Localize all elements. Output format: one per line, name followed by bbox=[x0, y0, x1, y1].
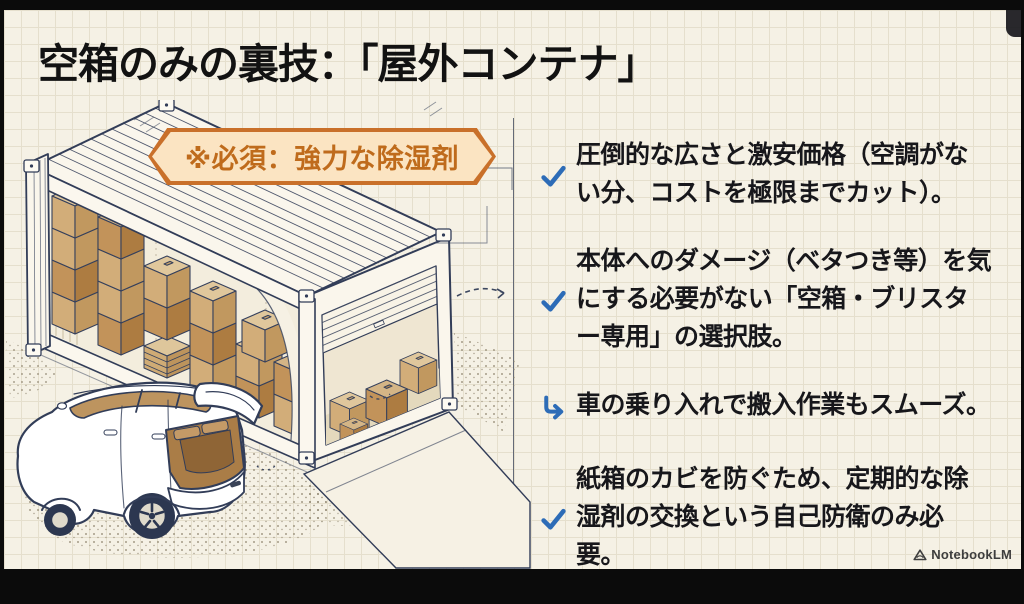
corner-smudge bbox=[1006, 10, 1021, 37]
vertical-divider bbox=[513, 118, 516, 542]
dehumidifier-banner: ※必須：強力な除湿剤 bbox=[148, 128, 496, 185]
notebooklm-watermark: NotebookLM bbox=[913, 547, 1012, 562]
bullet-text: 圧倒的な広さと激安価格（空調がない分、コストを極限までカット）。 bbox=[576, 141, 969, 207]
check-icon bbox=[541, 290, 566, 312]
hatchback-car bbox=[16, 381, 264, 539]
sketch-lines bbox=[133, 101, 513, 471]
slide-canvas: 空箱のみの裏技：「屋外コンテナ」 bbox=[4, 10, 1021, 569]
list-item: 圧倒的な広さと激安価格（空調がない分、コストを極限までカット）。 bbox=[540, 136, 992, 212]
dehumidifier-banner-fill: ※必須：強力な除湿剤 bbox=[152, 132, 492, 181]
ramp bbox=[302, 411, 531, 569]
bullet-list: 圧倒的な広さと激安価格（空調がない分、コストを極限までカット）。 本体へのダメー… bbox=[540, 136, 992, 604]
list-item: 紙箱のカビを防ぐため、定期的な除湿剤の交換という自己防衛のみ必要。 bbox=[540, 460, 992, 574]
container-car-illustration bbox=[6, 100, 531, 569]
ground-stipple-right bbox=[454, 332, 520, 432]
bullet-text: 車の乗り入れで搬入作業もスムーズ。 bbox=[576, 391, 991, 419]
bullet-text: 紙箱のカビを防ぐため、定期的な除湿剤の交換という自己防衛のみ必要。 bbox=[576, 465, 969, 569]
branch-arrow-icon bbox=[544, 395, 564, 420]
ground-stipple-left bbox=[6, 340, 58, 398]
bullet-text: 本体へのダメージ（ベタつき等）を気にする必要がない「空箱・ブリスター専用」の選択… bbox=[576, 247, 992, 351]
list-item: 本体へのダメージ（ベタつき等）を気にする必要がない「空箱・ブリスター専用」の選択… bbox=[540, 242, 992, 356]
notebooklm-brand-text: NotebookLM bbox=[931, 547, 1012, 562]
list-item: 車の乗り入れで搬入作業もスムーズ。 bbox=[540, 386, 992, 424]
notebooklm-logo-icon bbox=[913, 548, 927, 560]
page-title: 空箱のみの裏技：「屋外コンテナ」 bbox=[38, 41, 658, 87]
dehumidifier-banner-label: ※必須：強力な除湿剤 bbox=[184, 144, 460, 174]
check-icon bbox=[541, 508, 566, 530]
check-icon bbox=[541, 165, 566, 187]
